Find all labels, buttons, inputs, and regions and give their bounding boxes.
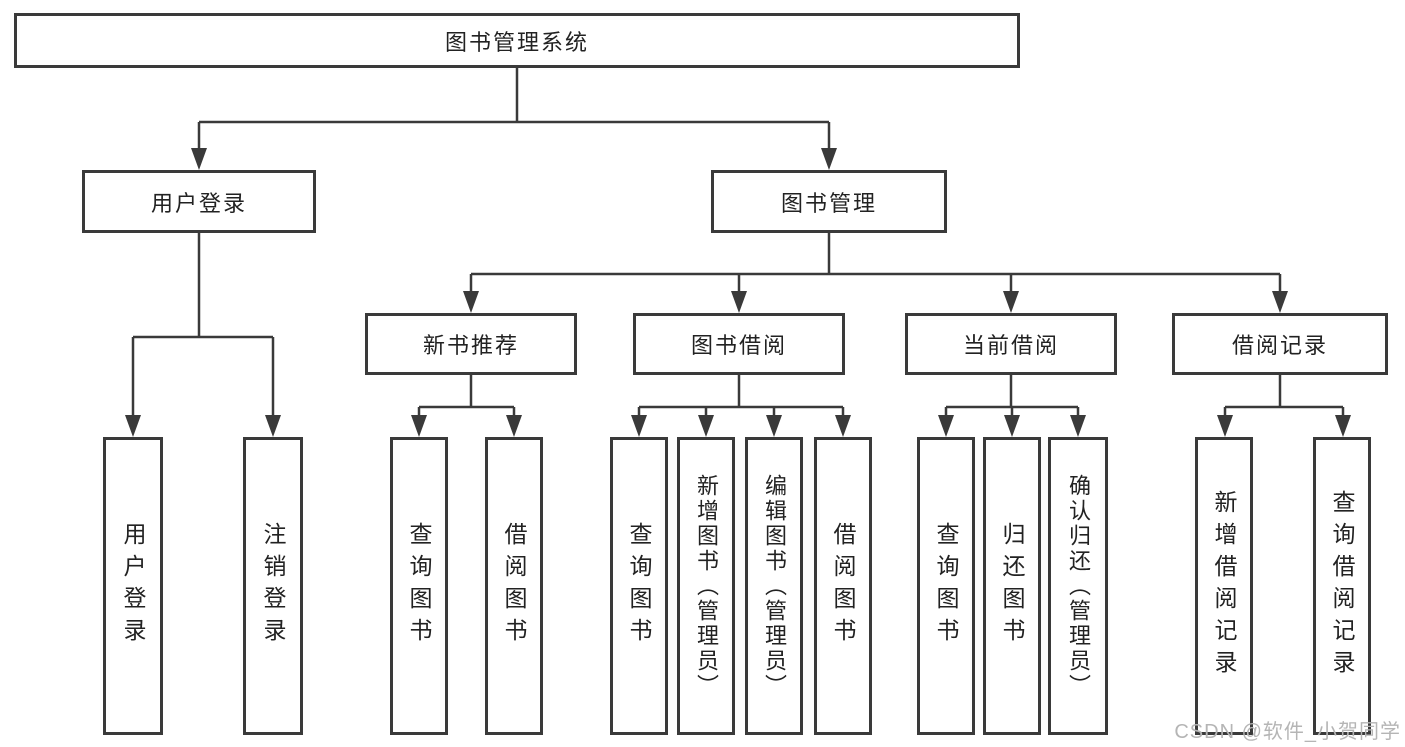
csdn-watermark: CSDN @软件_小贺同学 bbox=[1174, 721, 1401, 743]
leaf-logout: 注销登录 bbox=[243, 437, 303, 735]
leaf-query-books-current: 查询图书 bbox=[917, 437, 975, 735]
node-current-borrow: 当前借阅 bbox=[905, 313, 1117, 375]
leaf-add-borrow-record: 新增借阅记录 bbox=[1195, 437, 1253, 735]
node-new-book-recommend: 新书推荐 bbox=[365, 313, 577, 375]
leaf-user-login: 用户登录 bbox=[103, 437, 163, 735]
node-borrow-records: 借阅记录 bbox=[1172, 313, 1388, 375]
arrowheads bbox=[125, 148, 1351, 437]
leaf-add-book-admin: 新增图书（管理员） bbox=[677, 437, 735, 735]
node-user-login: 用户登录 bbox=[82, 170, 316, 233]
leaf-return-books: 归还图书 bbox=[983, 437, 1041, 735]
leaf-query-books-recommend: 查询图书 bbox=[390, 437, 448, 735]
node-book-borrow: 图书借阅 bbox=[633, 313, 845, 375]
leaf-query-borrow-record: 查询借阅记录 bbox=[1313, 437, 1371, 735]
connector-path bbox=[131, 68, 1345, 419]
leaf-borrow-books: 借阅图书 bbox=[814, 437, 872, 735]
leaf-edit-book-admin: 编辑图书（管理员） bbox=[745, 437, 803, 735]
leaf-borrow-books-recommend: 借阅图书 bbox=[485, 437, 543, 735]
leaf-query-books-borrow: 查询图书 bbox=[610, 437, 668, 735]
node-book-management: 图书管理 bbox=[711, 170, 947, 233]
node-library-management-system: 图书管理系统 bbox=[14, 13, 1020, 68]
leaf-confirm-return-admin: 确认归还（管理员） bbox=[1048, 437, 1108, 735]
